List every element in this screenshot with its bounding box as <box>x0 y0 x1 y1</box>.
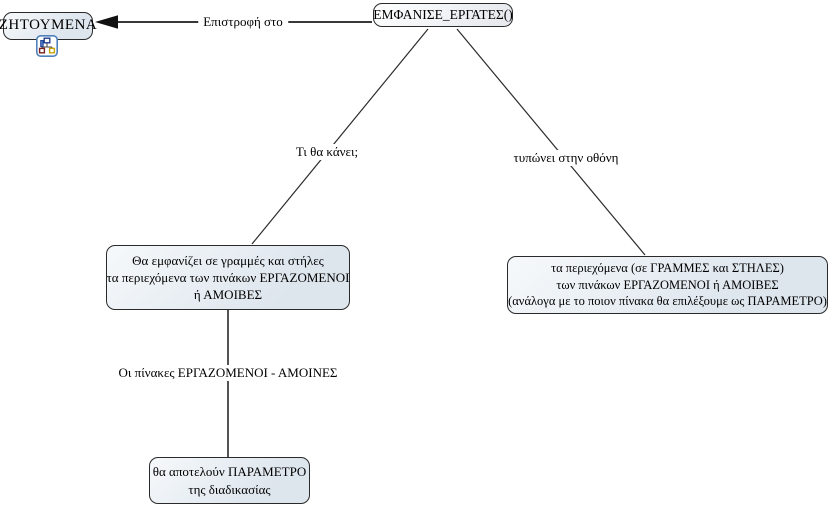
node-left-action[interactable]: Θα εμφανίζει σε γραμμές και στήλες τα πε… <box>106 245 350 310</box>
edge-label-tables[interactable]: Οι πίνακες ΕΡΓΑΖΟΜΕΝΟΙ - ΑΜΟΙΝΕΣ <box>113 365 343 381</box>
arrowhead-left <box>95 15 118 29</box>
node-left-action-line2: τα περιεχόμενα των πινάκων ΕΡΓΑΖΟΜΕΝΟΙ <box>106 269 350 285</box>
node-right-action[interactable]: τα περιεχόμενα (σε ΓΡΑΜΜΕΣ και ΣΤΗΛΕΣ) τ… <box>507 256 828 314</box>
edge-label-prints[interactable]: τυπώνει στην οθόνη <box>508 150 624 166</box>
edge-label-return-to[interactable]: Επιστροφή στο <box>198 14 288 30</box>
node-zitoumena[interactable]: ΖΗΤΟΥΜΕΝΑ <box>0 12 97 40</box>
node-right-action-line1: τα περιεχόμενα (σε ΓΡΑΜΜΕΣ και ΣΤΗΛΕΣ) <box>551 261 784 276</box>
node-emfanise-ergates-label: ΕΜΦΑΝΙΣΕ_ΕΡΓΑΤΕΣ() <box>373 7 513 23</box>
edge-label-what-does[interactable]: Τι θα κάνει; <box>290 144 364 160</box>
node-zitoumena-label: ΖΗΤΟΥΜΕΝΑ <box>0 17 98 34</box>
concept-map-resource-icon[interactable] <box>36 35 58 57</box>
node-left-action-line1: Θα εμφανίζει σε γραμμές και στήλες <box>132 252 324 268</box>
node-emfanise-ergates[interactable]: ΕΜΦΑΝΙΣΕ_ΕΡΓΑΤΕΣ() <box>373 3 513 27</box>
node-parameter-line1: θα αποτελούν ΠΑΡΑΜΕΤΡΟ <box>152 464 307 480</box>
node-parameter[interactable]: θα αποτελούν ΠΑΡΑΜΕΤΡΟ της διαδικασίας <box>149 457 310 504</box>
node-right-action-line2: των πινάκων ΕΡΓΑΖΟΜΕΝΟΙ ή ΑΜΟΙΒΕΣ <box>556 277 779 292</box>
node-right-action-line3: (ανάλογα με το ποιον πίνακα θα επιλέξουμ… <box>508 294 827 309</box>
node-left-action-line3: ή ΑΜΟΙΒΕΣ <box>193 287 263 303</box>
node-parameter-line2: της διαδικασίας <box>188 481 271 497</box>
